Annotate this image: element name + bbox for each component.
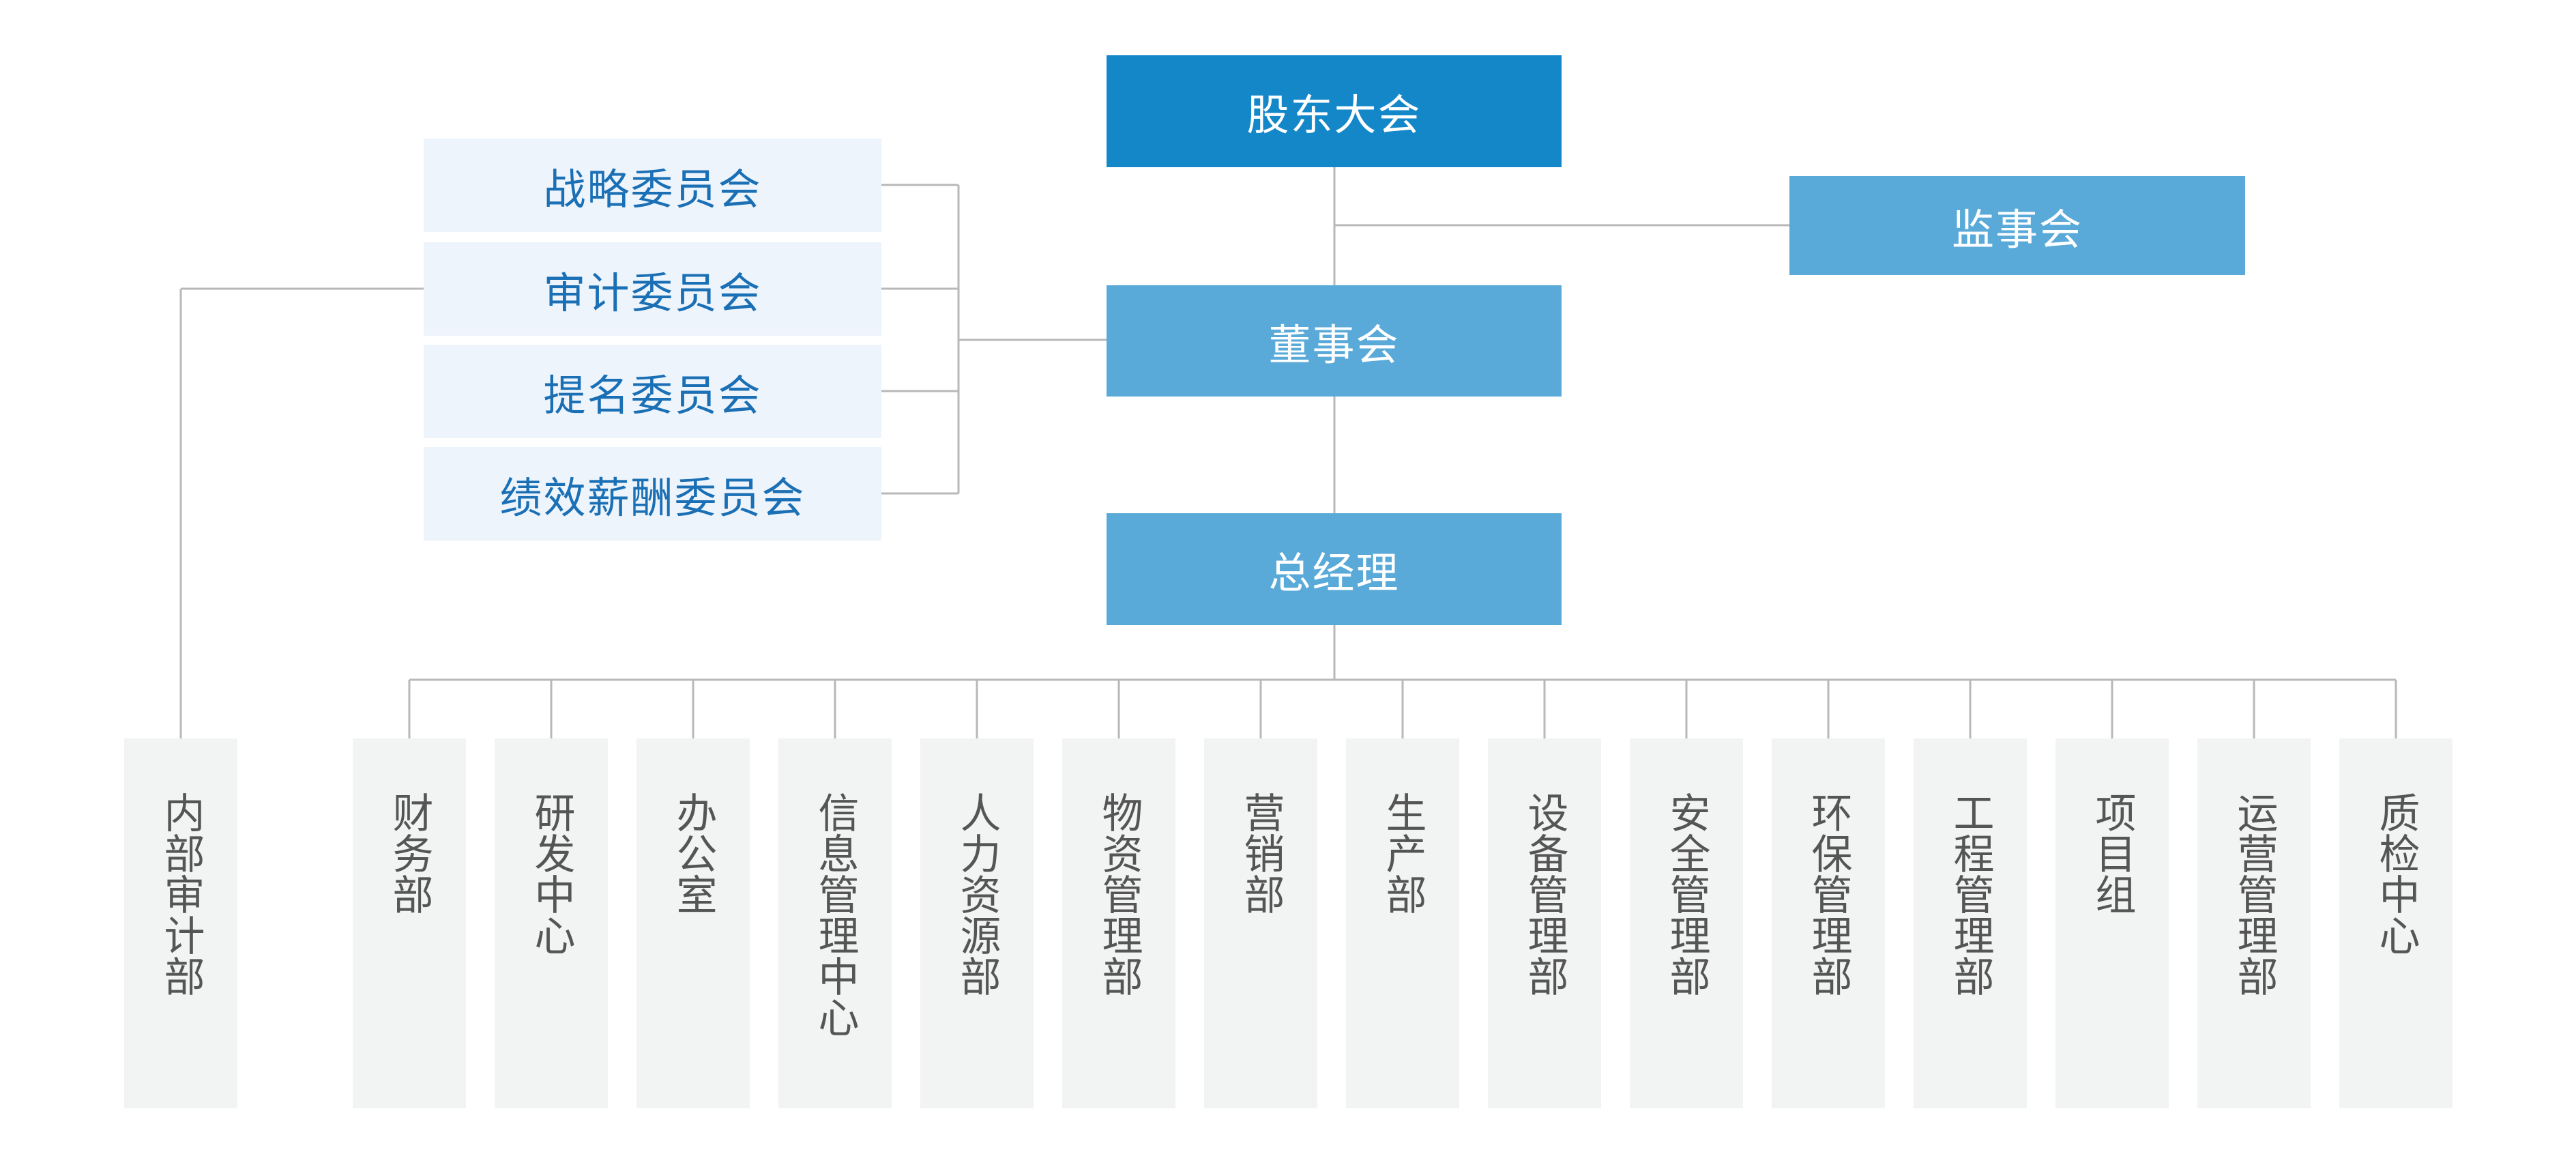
committee-label: 提名委员会 bbox=[543, 370, 762, 420]
department-label: 信息管理中心 bbox=[811, 792, 859, 1037]
department-label: 物资管理部 bbox=[1095, 792, 1143, 996]
department-box: 信息管理中心 bbox=[778, 738, 892, 1108]
committee-label: 绩效薪酬委员会 bbox=[499, 472, 806, 523]
department-label: 营销部 bbox=[1237, 792, 1285, 915]
committee-box: 审计委员会 bbox=[424, 242, 881, 336]
department-box: 营销部 bbox=[1204, 738, 1317, 1108]
shareholders-meeting-box: 股东大会 bbox=[1107, 55, 1562, 167]
committee-box: 绩效薪酬委员会 bbox=[424, 447, 881, 541]
board-of-directors-label: 董事会 bbox=[1268, 319, 1400, 370]
department-box: 设备管理部 bbox=[1488, 738, 1601, 1108]
board-of-directors-box: 董事会 bbox=[1107, 285, 1562, 397]
department-label: 财务部 bbox=[385, 792, 433, 915]
general-manager-box: 总经理 bbox=[1107, 513, 1562, 625]
supervisory-board-label: 监事会 bbox=[1951, 204, 2083, 255]
department-box: 办公室 bbox=[636, 738, 750, 1108]
committee-box: 提名委员会 bbox=[424, 345, 881, 438]
department-label: 设备管理部 bbox=[1521, 792, 1568, 996]
department-box: 物资管理部 bbox=[1062, 738, 1175, 1108]
department-box: 工程管理部 bbox=[1914, 738, 2027, 1108]
department-box: 质检中心 bbox=[2339, 738, 2453, 1108]
internal-audit-box: 内部审计部 bbox=[124, 738, 237, 1108]
department-label: 运营管理部 bbox=[2230, 792, 2278, 996]
department-box: 环保管理部 bbox=[1772, 738, 1885, 1108]
internal-audit-label: 内部审计部 bbox=[157, 792, 205, 996]
department-label: 工程管理部 bbox=[1946, 792, 1994, 996]
department-label: 生产部 bbox=[1379, 792, 1426, 915]
department-label: 质检中心 bbox=[2372, 792, 2420, 955]
department-box: 项目组 bbox=[2055, 738, 2169, 1108]
shareholders-meeting-label: 股东大会 bbox=[1246, 90, 1422, 140]
department-label: 安全管理部 bbox=[1663, 792, 1710, 996]
general-manager-label: 总经理 bbox=[1268, 548, 1400, 598]
committee-label: 审计委员会 bbox=[543, 268, 762, 318]
supervisory-board-box: 监事会 bbox=[1789, 176, 2245, 275]
department-box: 财务部 bbox=[353, 738, 466, 1108]
department-label: 人力资源部 bbox=[953, 792, 1001, 996]
department-box: 人力资源部 bbox=[920, 738, 1034, 1108]
department-label: 办公室 bbox=[669, 792, 717, 915]
department-label: 研发中心 bbox=[527, 792, 575, 955]
department-label: 环保管理部 bbox=[1804, 792, 1852, 996]
department-box: 运营管理部 bbox=[2197, 738, 2311, 1108]
department-label: 项目组 bbox=[2088, 792, 2136, 915]
department-box: 安全管理部 bbox=[1630, 738, 1743, 1108]
committee-label: 战略委员会 bbox=[543, 164, 762, 214]
department-box: 生产部 bbox=[1346, 738, 1459, 1108]
department-box: 研发中心 bbox=[495, 738, 608, 1108]
committee-box: 战略委员会 bbox=[424, 139, 881, 232]
